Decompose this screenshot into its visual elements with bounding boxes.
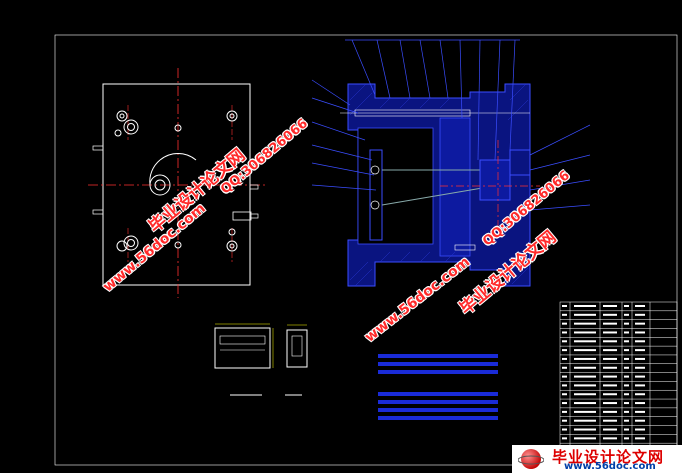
table-cell-mark (624, 305, 629, 307)
table-cell-mark (574, 366, 596, 369)
brand-banner: 毕业设计论文网 www.56doc.com (512, 445, 682, 473)
table-cell-mark (574, 437, 596, 440)
table-cell-mark (603, 375, 617, 378)
table-cell-mark (624, 313, 629, 316)
table-cell-mark (562, 410, 567, 413)
drawing-border (54, 34, 678, 466)
table-cell-mark (624, 410, 629, 413)
table-cell-mark (562, 313, 567, 316)
table-cell-mark (562, 331, 567, 334)
table-cell-mark (562, 437, 567, 440)
table-cell-mark (603, 349, 617, 352)
table-cell-mark (574, 340, 596, 343)
table-cell-mark (574, 313, 596, 316)
table-cell-mark (574, 349, 596, 352)
table-cell-mark (562, 322, 567, 325)
table-cell-mark (574, 375, 596, 378)
table-cell-mark (624, 331, 629, 334)
table-cell-mark (624, 349, 629, 352)
table-cell-mark (624, 428, 629, 431)
table-cell-mark (635, 357, 645, 360)
table-cell-mark (624, 437, 629, 440)
table-cell-mark (603, 305, 617, 307)
table-cell-mark (603, 322, 617, 325)
table-cell-mark (603, 410, 617, 413)
brand-title: 毕业设计论文网 (552, 448, 665, 466)
table-cell-mark (624, 366, 629, 369)
table-cell-mark (603, 402, 617, 405)
table-cell-mark (635, 331, 645, 334)
table-cell-mark (574, 384, 596, 387)
table-cell-mark (624, 384, 629, 387)
table-cell-mark (562, 419, 567, 422)
table-cell-mark (574, 393, 596, 396)
table-cell-mark (635, 349, 645, 352)
detail-view-1 (214, 323, 274, 396)
table-cell-mark (635, 366, 645, 369)
table-cell-mark (603, 357, 617, 360)
table-cell-mark (635, 393, 645, 396)
table-cell-mark (624, 375, 629, 378)
table-cell-mark (635, 419, 645, 422)
table-cell-mark (562, 428, 567, 431)
table-cell-mark (603, 366, 617, 369)
table-cell-mark (624, 419, 629, 422)
table-cell-mark (574, 322, 596, 325)
table-cell-mark (574, 305, 596, 307)
table-cell-mark (574, 428, 596, 431)
table-cell-mark (603, 331, 617, 334)
table-cell-mark (624, 393, 629, 396)
table-cell-mark (603, 437, 617, 440)
table-cell-mark (574, 357, 596, 360)
table-cell-mark (562, 375, 567, 378)
table-cell-mark (635, 340, 645, 343)
brand-url: www.56doc.com (564, 461, 656, 472)
table-cell-mark (635, 305, 645, 307)
table-cell-mark (624, 357, 629, 360)
table-cell-mark (635, 375, 645, 378)
table-cell-mark (635, 410, 645, 413)
table-cell-mark (603, 428, 617, 431)
table-cell-mark (574, 331, 596, 334)
table-cell-mark (635, 384, 645, 387)
table-cell-mark (562, 384, 567, 387)
table-cell-mark (635, 313, 645, 316)
table-cell-mark (562, 357, 567, 360)
technical-notes (378, 354, 498, 420)
table-cell-mark (562, 349, 567, 352)
table-cell-mark (635, 402, 645, 405)
bolt-hole-icon (116, 110, 128, 122)
mold-section-view (311, 39, 591, 287)
table-cell-mark (635, 437, 645, 440)
detail-view-2 (285, 324, 308, 396)
table-cell-mark (603, 419, 617, 422)
table-cell-mark (562, 366, 567, 369)
table-cell-mark (603, 340, 617, 343)
table-cell-mark (603, 384, 617, 387)
table-cell-mark (635, 428, 645, 431)
table-cell-mark (574, 410, 596, 413)
table-cell-mark (624, 402, 629, 405)
table-cell-mark (635, 322, 645, 325)
parts-list-table (559, 301, 678, 453)
table-cell-mark (562, 305, 567, 307)
plate-top-view (88, 68, 268, 298)
table-cell-mark (603, 313, 617, 316)
table-cell-mark (562, 393, 567, 396)
table-cell-mark (562, 402, 567, 405)
table-cell-mark (624, 322, 629, 325)
table-cell-mark (562, 340, 567, 343)
table-cell-mark (574, 402, 596, 405)
table-cell-mark (624, 340, 629, 343)
table-cell-mark (603, 393, 617, 396)
table-cell-mark (574, 419, 596, 422)
red-sphere-logo-icon (518, 449, 544, 469)
parts-list-cells (562, 305, 645, 440)
